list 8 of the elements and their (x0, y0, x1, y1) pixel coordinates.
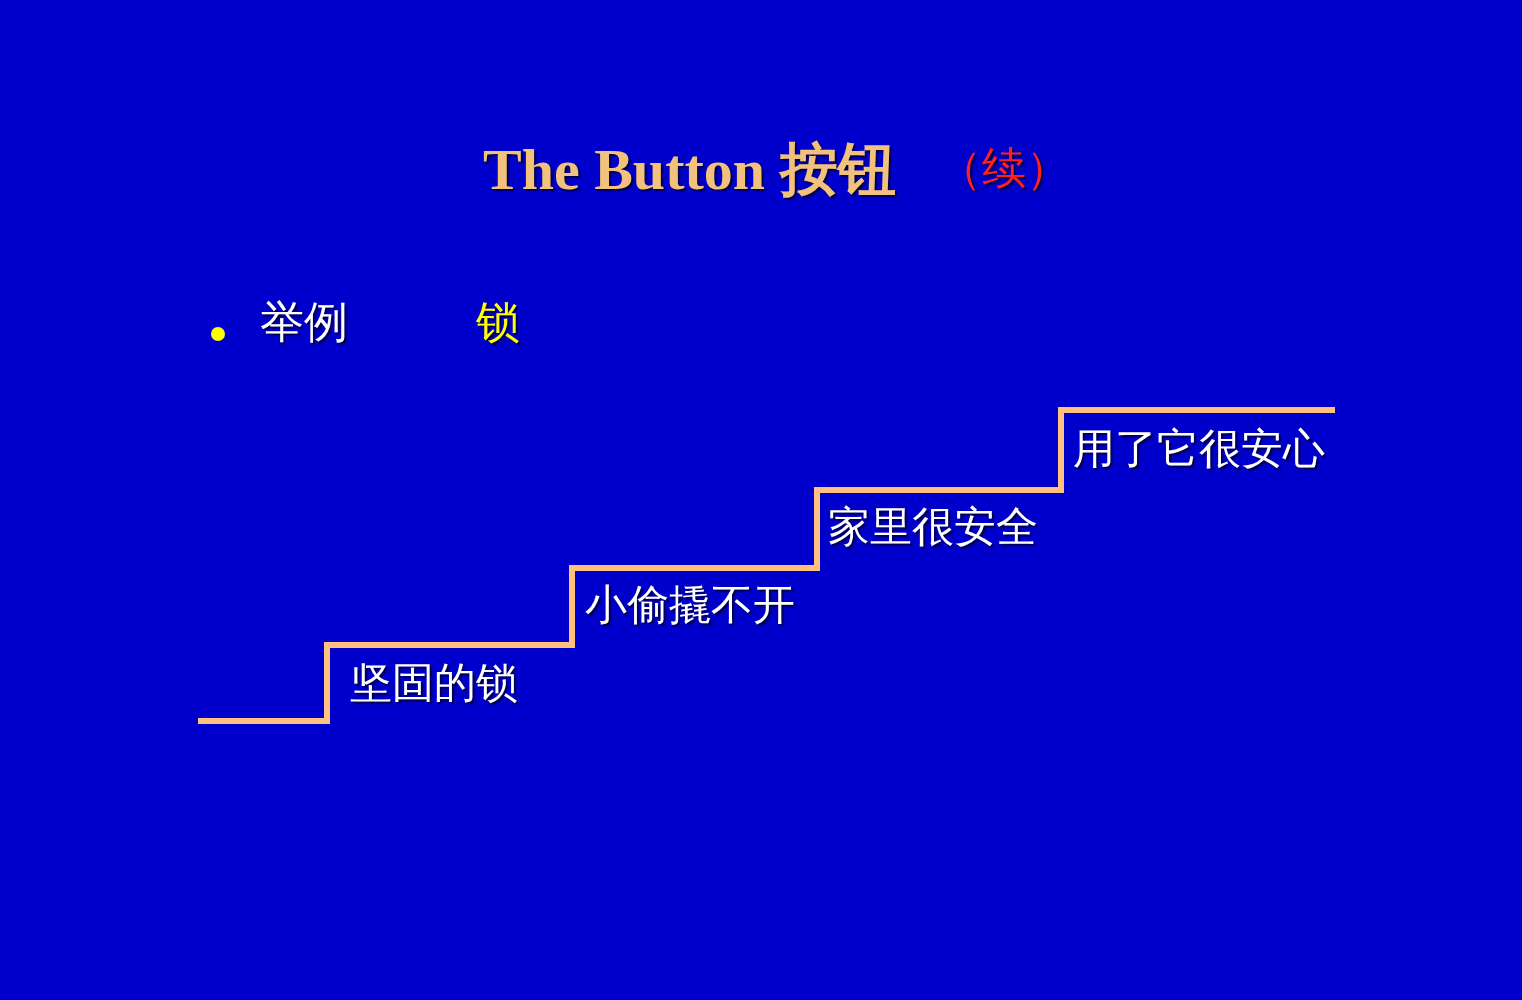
bullet-text: 举例 (260, 298, 348, 347)
step-text: 用了它很安心 (1073, 426, 1325, 473)
highlight-text: 锁 (476, 298, 520, 347)
title-suffix: （续） (938, 144, 1070, 193)
step-text: 坚固的锁 (350, 660, 518, 707)
slide-title: The Button 按钮 (483, 138, 896, 202)
step-text: 小偷撬不开 (585, 582, 795, 629)
step-text: 家里很安全 (828, 504, 1038, 551)
